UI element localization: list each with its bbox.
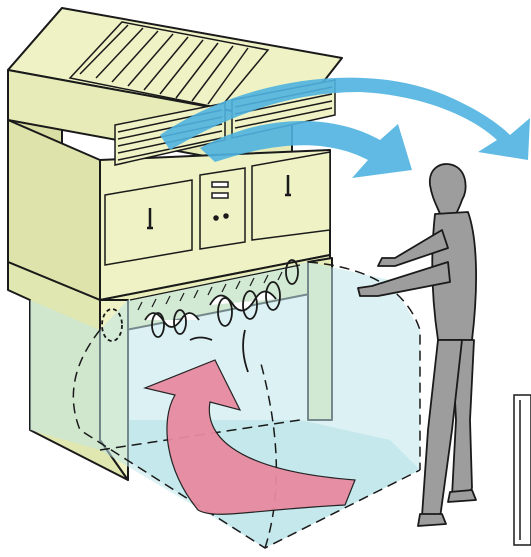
control-knob-1: [214, 216, 218, 220]
control-indicator-1: [212, 182, 228, 187]
control-knob-2: [224, 214, 228, 218]
operator-shoe-front: [418, 514, 446, 526]
left-access-panel: [105, 180, 192, 265]
edge-object: [514, 395, 531, 545]
operator-head: [430, 164, 466, 214]
control-panel: [200, 168, 245, 249]
operator-shoe-back: [448, 490, 476, 502]
control-indicator-2: [212, 193, 228, 198]
